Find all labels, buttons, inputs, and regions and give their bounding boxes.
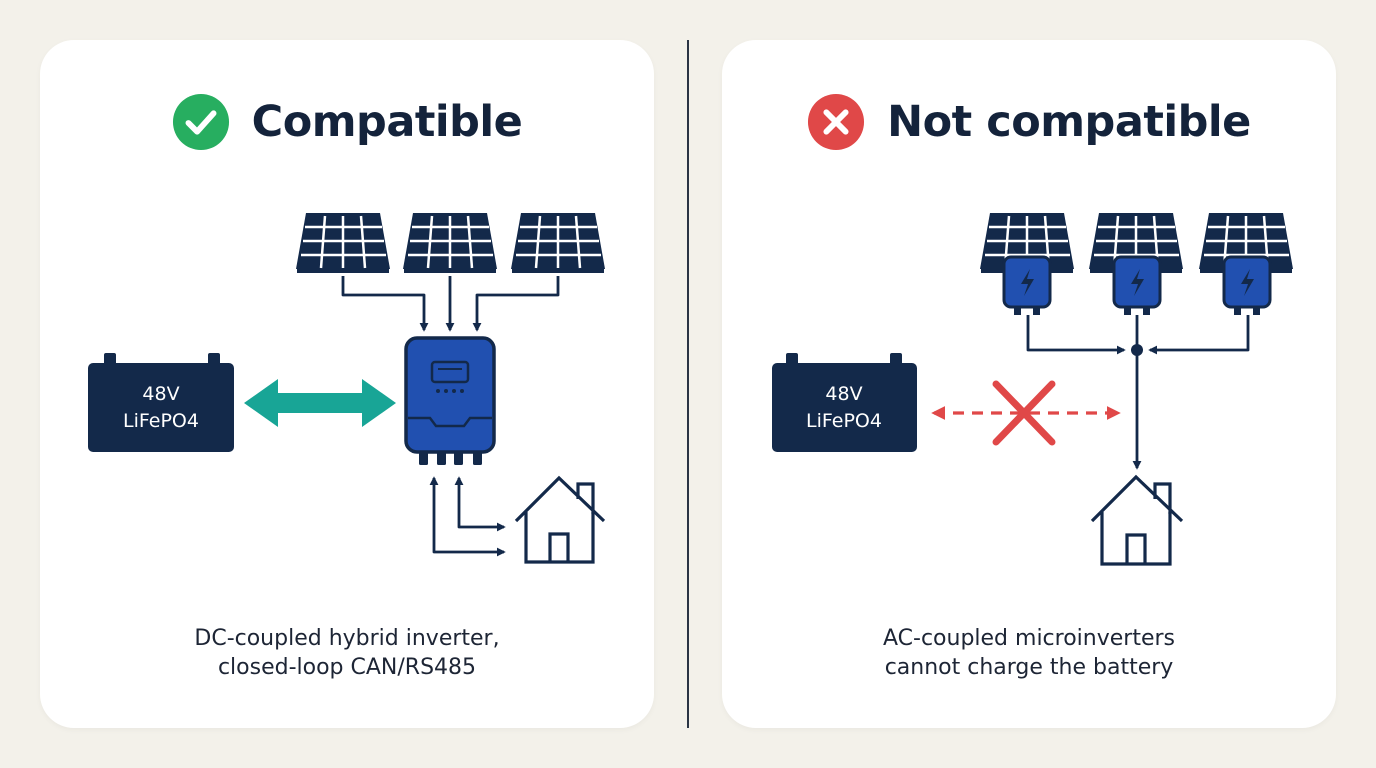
- battery-icon: 48V LiFePO4: [772, 353, 917, 452]
- house-icon: [514, 475, 606, 564]
- battery-link-arrow: [244, 379, 396, 427]
- caption-line: AC-coupled microinverters: [882, 626, 1175, 651]
- battery-icon: 48V LiFePO4: [88, 353, 234, 452]
- dc-coupled-diagram: 48V LiFePO4: [88, 213, 606, 564]
- battery-chemistry: LiFePO4: [806, 410, 882, 432]
- solar-panel-icon: [511, 213, 605, 273]
- hybrid-inverter-icon: [404, 336, 496, 465]
- microinverter-icon: [1002, 255, 1052, 315]
- battery-voltage: 48V: [142, 383, 179, 405]
- not-compatible-caption: AC-coupled microinverters cannot charge …: [722, 624, 1336, 682]
- ac-output-arrows: [429, 476, 506, 557]
- not-compatible-card: Not compatible: [722, 40, 1336, 728]
- check-circle-icon: [172, 93, 229, 151]
- battery-chemistry: LiFePO4: [123, 410, 199, 432]
- not-compatible-heading: Not compatible: [722, 92, 1336, 152]
- caption-line: cannot charge the battery: [884, 655, 1174, 680]
- solar-panel-icon: [296, 213, 390, 273]
- not-compatible-title: Not compatible: [887, 97, 1251, 147]
- caption-line: closed-loop CAN/RS485: [217, 655, 477, 680]
- microinverter-icon: [1112, 255, 1162, 315]
- dc-input-arrows: [341, 276, 560, 332]
- junction-node: [1131, 344, 1143, 356]
- solar-panel-icon: [403, 213, 497, 273]
- blocked-x-icon: [992, 380, 1056, 446]
- microinverter-icon: [1222, 255, 1272, 315]
- ac-bus-arrows: [1026, 315, 1250, 470]
- x-circle-icon: [808, 93, 865, 151]
- house-icon: [1090, 474, 1184, 566]
- compatible-heading: Compatible: [40, 92, 654, 152]
- compatible-card: Compatible: [40, 40, 654, 728]
- compatible-caption: DC-coupled hybrid inverter, closed-loop …: [40, 624, 654, 682]
- compatible-title: Compatible: [251, 97, 523, 147]
- battery-voltage: 48V: [825, 383, 862, 405]
- ac-coupled-diagram: 48V LiFePO4: [772, 213, 1293, 566]
- caption-line: DC-coupled hybrid inverter,: [194, 626, 500, 651]
- panel-divider: [687, 40, 689, 728]
